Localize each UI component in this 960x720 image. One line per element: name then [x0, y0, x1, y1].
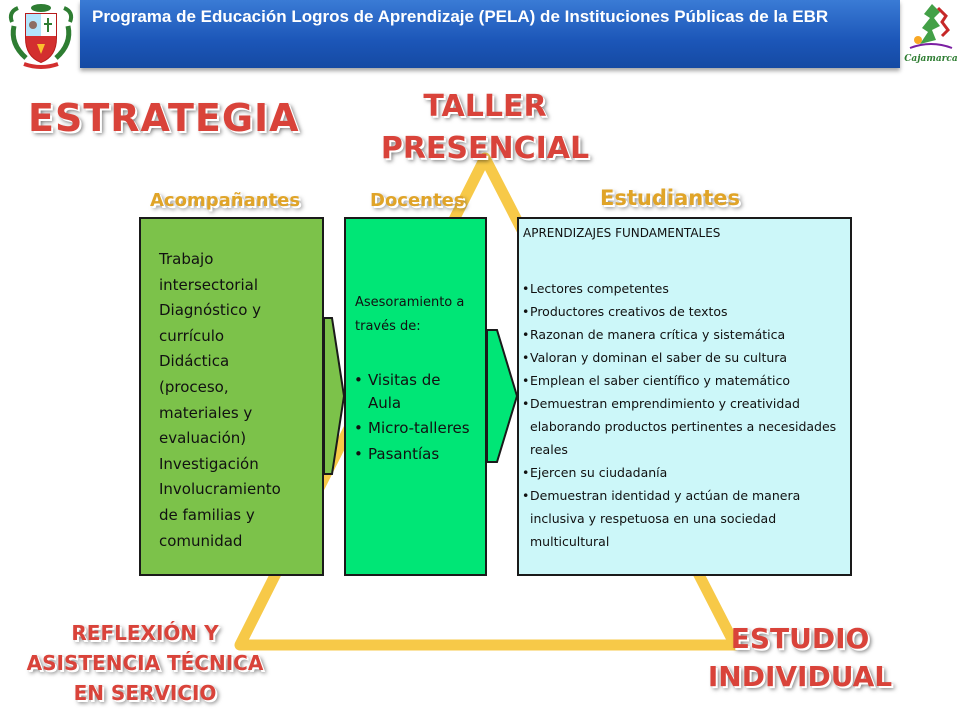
header: Programa de Educación Logros de Aprendiz… [0, 0, 960, 72]
acompanantes-box: Trabajo intersectorial Diagnóstico y cur… [139, 217, 324, 576]
estudiantes-heading: Estudiantes [600, 186, 740, 210]
reflexion-title: REFLEXIÓN Y ASISTENCIA TÉCNICA EN SERVIC… [26, 621, 264, 705]
docentes-list: Visitas de Aula Micro-talleres Pasantías [354, 369, 478, 468]
cajamarca-logo-icon: Cajamarca [902, 0, 960, 70]
estudio-individual-title: ESTUDIO INDIVIDUAL [707, 622, 893, 693]
list-item: Ejercen su ciudadanía [519, 461, 848, 484]
estudiantes-intro: APRENDIZAJES FUNDAMENTALES [523, 226, 721, 240]
taller-presencial-title: TALLER PRESENCIAL [380, 89, 590, 166]
list-item: Demuestran emprendimiento y creatividad … [519, 392, 848, 461]
docentes-intro: Asesoramiento a través de: [355, 295, 465, 334]
acompanantes-list: Trabajo intersectorial Diagnóstico y cur… [159, 247, 281, 554]
list-item: Valoran y dominan el saber de su cultura [519, 346, 848, 369]
strategy-title: ESTRATEGIA [28, 96, 300, 140]
estudiantes-box: APRENDIZAJES FUNDAMENTALES Lectores comp… [517, 217, 852, 576]
acompanantes-heading: Acompañantes [150, 190, 301, 211]
list-item: (proceso, [159, 377, 229, 396]
list-item: comunidad [159, 531, 243, 550]
list-item: Productores creativos de textos [519, 300, 848, 323]
list-item: Investigación [159, 454, 259, 473]
docentes-box: Asesoramiento a través de: Visitas de Au… [344, 217, 487, 576]
list-item: Lectores competentes [519, 277, 848, 300]
list-item: currículo [159, 326, 225, 345]
list-item: Micro-talleres [354, 417, 478, 440]
list-item: Didáctica [159, 352, 230, 371]
list-item: Emplean el saber científico y matemático [519, 369, 848, 392]
header-bar: Programa de Educación Logros de Aprendiz… [80, 0, 900, 68]
list-item: materiales y [159, 403, 253, 422]
cajamarca-logo-text: Cajamarca [904, 54, 958, 64]
list-item: Trabajo [159, 250, 214, 268]
estudiantes-list: Lectores competentes Productores creativ… [519, 277, 848, 553]
list-item: de familias y [159, 505, 255, 524]
peru-coat-of-arms-icon [4, 0, 78, 70]
list-item: Diagnóstico y [159, 301, 262, 320]
list-item: Visitas de Aula [354, 369, 478, 414]
list-item: evaluación) [159, 429, 247, 448]
list-item: Involucramiento [159, 480, 281, 499]
docentes-heading: Docentes [370, 190, 465, 211]
list-item: Demuestran identidad y actúan de manera … [519, 484, 848, 553]
list-item: Pasantías [354, 443, 478, 466]
list-item: intersectorial [159, 275, 258, 294]
header-title: Programa de Educación Logros de Aprendiz… [92, 7, 829, 26]
list-item: Razonan de manera crítica y sistemática [519, 323, 848, 346]
